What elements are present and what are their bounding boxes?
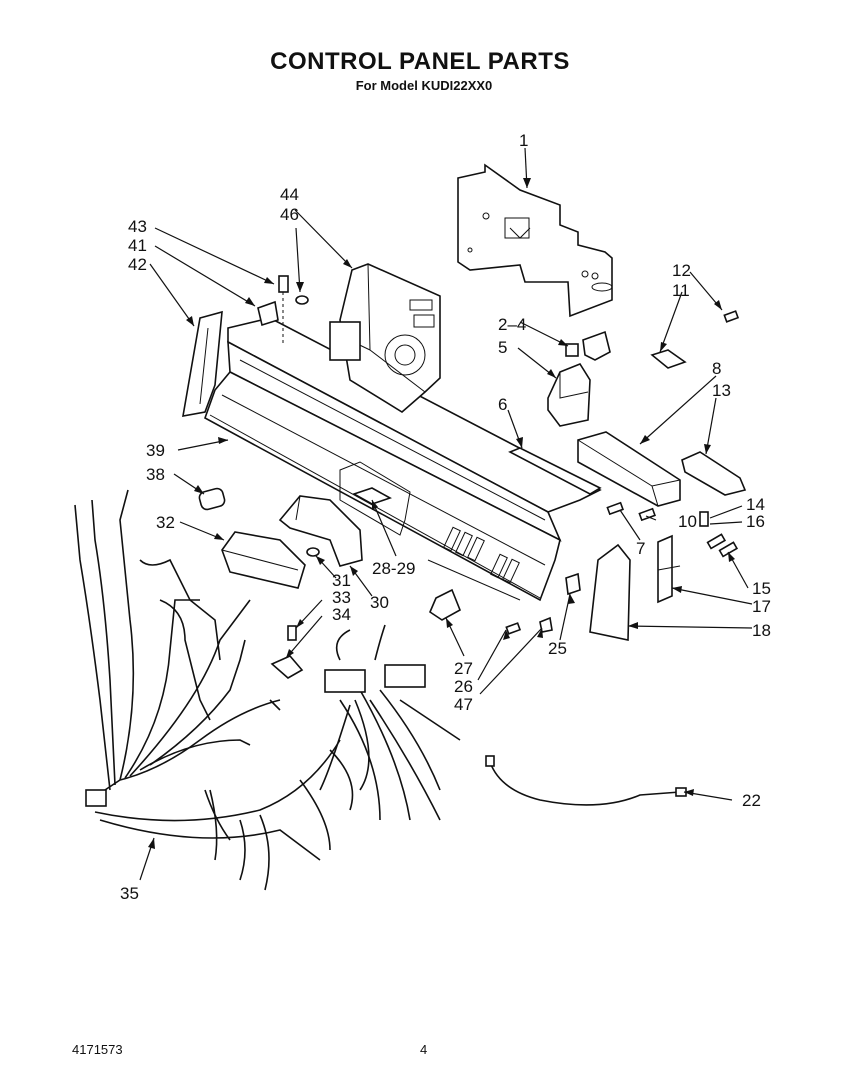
- callout-1: 1: [519, 131, 528, 150]
- screw-part-10: [638, 507, 656, 522]
- bracket-part-5: [547, 363, 591, 427]
- callout-46: 46: [280, 205, 299, 224]
- callout-6: 6: [498, 395, 507, 414]
- callout-11: 11: [672, 281, 690, 300]
- lens-part-32: [221, 531, 306, 589]
- end-cap-right: [589, 543, 631, 641]
- callout-34: 34: [332, 605, 351, 624]
- knob-part-38: [198, 487, 226, 511]
- callout-30: 30: [370, 593, 389, 612]
- clip-part-34: [270, 655, 304, 679]
- callout-2-4: 2–4: [498, 315, 526, 334]
- model-subtitle: For Model KUDI22XX0: [355, 78, 493, 93]
- screw-part-33: [287, 625, 297, 641]
- callout-16: 16: [746, 512, 765, 531]
- page-number: 4: [420, 1042, 428, 1057]
- screw-part-43: [278, 275, 289, 345]
- callout-5: 5: [498, 338, 507, 357]
- housing-part-8: [577, 431, 681, 507]
- callout-labels: 1 44 46 43 41 42 12 11 2–4 5 8 13 6 39 3…: [120, 131, 771, 903]
- callout-arrowheads: [148, 178, 735, 849]
- callout-12: 12: [672, 261, 691, 280]
- screw-part-12: [723, 310, 740, 323]
- callout-35: 35: [120, 884, 139, 903]
- screw-part-15: [706, 533, 739, 558]
- callout-32: 32: [156, 513, 175, 532]
- circuit-board-part: [457, 163, 613, 318]
- clip-part-28-29: [352, 487, 392, 505]
- callout-10: 10: [678, 512, 697, 531]
- knob-part-13: [681, 451, 747, 496]
- document-number: 4171573: [72, 1042, 123, 1057]
- callout-8: 8: [712, 359, 721, 378]
- callout-15: 15: [752, 579, 771, 598]
- callout-38: 38: [146, 465, 165, 484]
- callout-31: 31: [332, 571, 351, 590]
- clip-part-25: [565, 572, 581, 596]
- screw-part-47: [505, 622, 522, 635]
- sensor-cord-part-22: [485, 755, 687, 806]
- screw-part-46: [295, 295, 309, 305]
- callout-25: 25: [548, 639, 567, 658]
- end-bracket-left: [182, 310, 223, 417]
- callout-18: 18: [752, 621, 771, 640]
- wiring-harness-part-35: [74, 489, 461, 891]
- bracket-part-17: [657, 534, 681, 604]
- clip-part-41: [257, 300, 279, 327]
- callout-44: 44: [280, 185, 299, 204]
- connector-part-2-4: [565, 330, 611, 361]
- bracket-part-30: [278, 495, 363, 567]
- screw-part-14: [699, 511, 709, 527]
- screw-part-7: [606, 501, 624, 516]
- timer-part: [329, 263, 441, 413]
- callout-7: 7: [636, 539, 645, 558]
- callout-47: 47: [454, 695, 473, 714]
- callout-39: 39: [146, 441, 165, 460]
- strip-part-6: [508, 447, 602, 495]
- callout-13: 13: [712, 381, 731, 400]
- screw-part-31: [306, 547, 320, 557]
- callout-27: 27: [454, 659, 473, 678]
- callout-42: 42: [128, 255, 147, 274]
- callout-17: 17: [752, 597, 771, 616]
- switch-part-11: [650, 349, 687, 369]
- callout-28-29: 28-29: [372, 559, 415, 578]
- callout-26: 26: [454, 677, 473, 696]
- callout-14: 14: [746, 495, 765, 514]
- callout-41: 41: [128, 236, 147, 255]
- button-part-27: [429, 588, 462, 621]
- callout-43: 43: [128, 217, 147, 236]
- page-title: CONTROL PANEL PARTS: [270, 48, 570, 75]
- callout-33: 33: [332, 588, 351, 607]
- callout-22: 22: [742, 791, 761, 810]
